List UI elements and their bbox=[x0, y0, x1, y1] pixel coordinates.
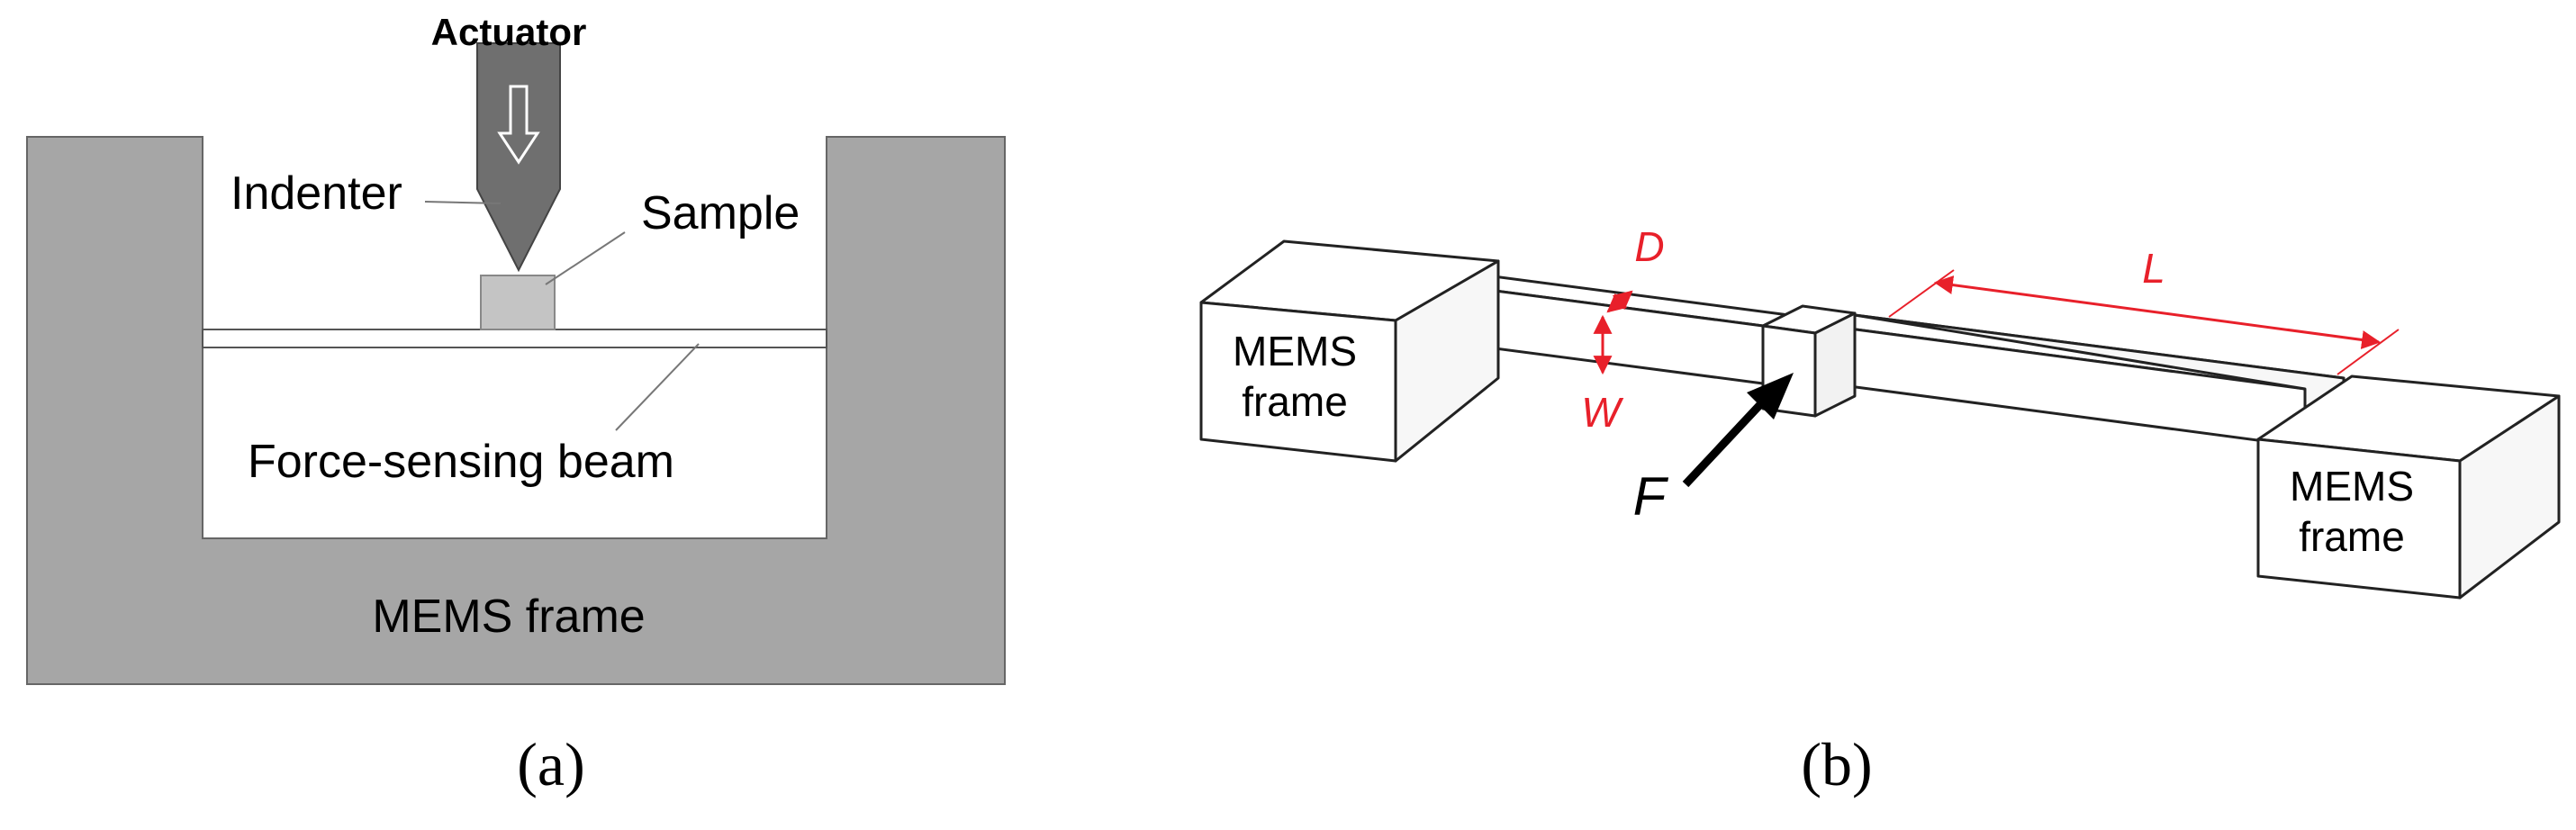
mems-frame-u bbox=[26, 136, 1006, 685]
actuator-label: Actuator bbox=[431, 11, 587, 53]
right-frame-label-1: MEMS bbox=[2290, 463, 2414, 510]
actuator-arrow-icon bbox=[497, 85, 540, 165]
beam-leader bbox=[615, 343, 700, 431]
sample-label: Sample bbox=[641, 187, 800, 239]
force-label: F bbox=[1633, 466, 1669, 527]
dim-w-label: W bbox=[1581, 389, 1624, 436]
dim-d-label: D bbox=[1634, 223, 1664, 270]
force-arrow-head bbox=[1747, 373, 1794, 420]
actuator-indenter bbox=[476, 42, 561, 273]
center-block-side bbox=[1813, 311, 1857, 418]
left-frame-side bbox=[1394, 259, 1500, 463]
dim-l-ext-left bbox=[1888, 269, 1955, 318]
panel-a: Actuator Indenter Sample Force-sensing b… bbox=[26, 11, 1006, 798]
force-arrow-shaft bbox=[1682, 396, 1768, 488]
left-frame-label-1: MEMS bbox=[1233, 328, 1357, 374]
right-frame-side bbox=[2458, 394, 2561, 600]
sample-block bbox=[480, 275, 556, 330]
indenter-label: Indenter bbox=[230, 167, 402, 220]
panel-b-annotations: MEMS frame MEMS frame D W L F (b) bbox=[1233, 223, 2414, 798]
dim-d-arrow bbox=[1606, 290, 1633, 313]
dim-l-arrow bbox=[1933, 275, 2382, 349]
caption-a: (a) bbox=[517, 730, 584, 798]
indenter-leader bbox=[424, 201, 502, 204]
left-frame-label-2: frame bbox=[1242, 378, 1348, 425]
right-frame-label-2: frame bbox=[2299, 513, 2405, 560]
sample-leader bbox=[545, 231, 626, 285]
panel-b bbox=[1199, 239, 2561, 600]
caption-b: (b) bbox=[1801, 730, 1872, 798]
frame-label: MEMS frame bbox=[372, 591, 645, 643]
beam-label: Force-sensing beam bbox=[248, 436, 674, 488]
dim-l-ext-right bbox=[2336, 329, 2400, 375]
dim-l-label: L bbox=[2142, 245, 2165, 292]
force-sensing-beam bbox=[202, 329, 827, 348]
